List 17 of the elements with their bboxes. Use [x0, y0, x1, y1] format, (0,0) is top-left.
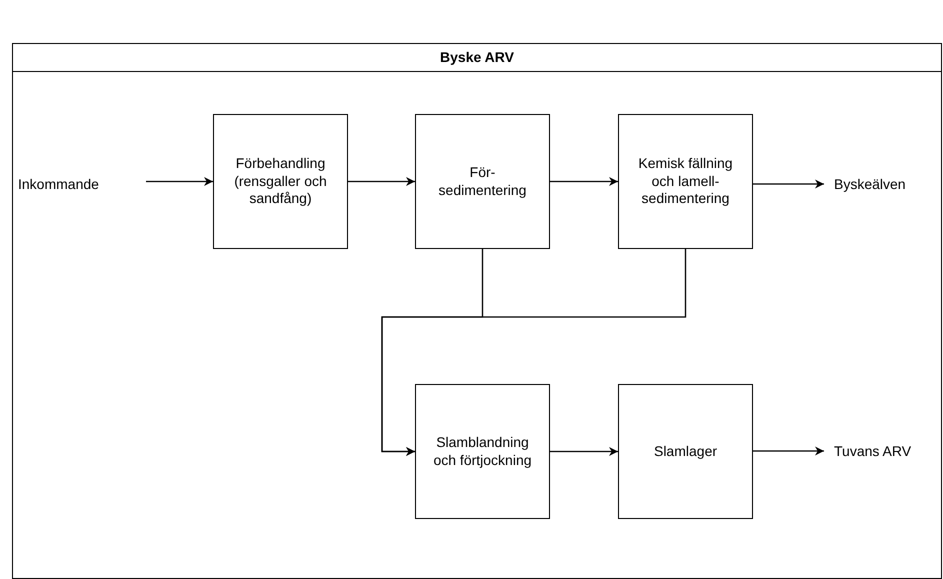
process-box: Förbehandling (rensgaller och sandfång) [213, 114, 348, 249]
flow-arrow [550, 177, 618, 186]
flow-arrow [381, 249, 686, 456]
process-box: Kemisk fällning och lamell-sedimentering [618, 114, 753, 249]
process-box: Slamblandning och förtjockning [415, 384, 550, 519]
diagram-heading: Byske ARV [439, 48, 515, 67]
flow-arrow [146, 177, 213, 186]
process-box: För-sedimentering [415, 114, 550, 249]
flow-arrow [550, 447, 618, 456]
process-box: Slamlager [618, 384, 753, 519]
flow-endpoint-label: Inkommande [18, 174, 138, 194]
flow-arrow [753, 446, 824, 456]
flow-arrow [348, 177, 415, 186]
flow-arrow [753, 180, 824, 188]
flow-endpoint-label: Byskeälven [834, 174, 942, 194]
plant-frame [12, 43, 942, 579]
flow-endpoint-label: Tuvans ARV [834, 441, 942, 461]
